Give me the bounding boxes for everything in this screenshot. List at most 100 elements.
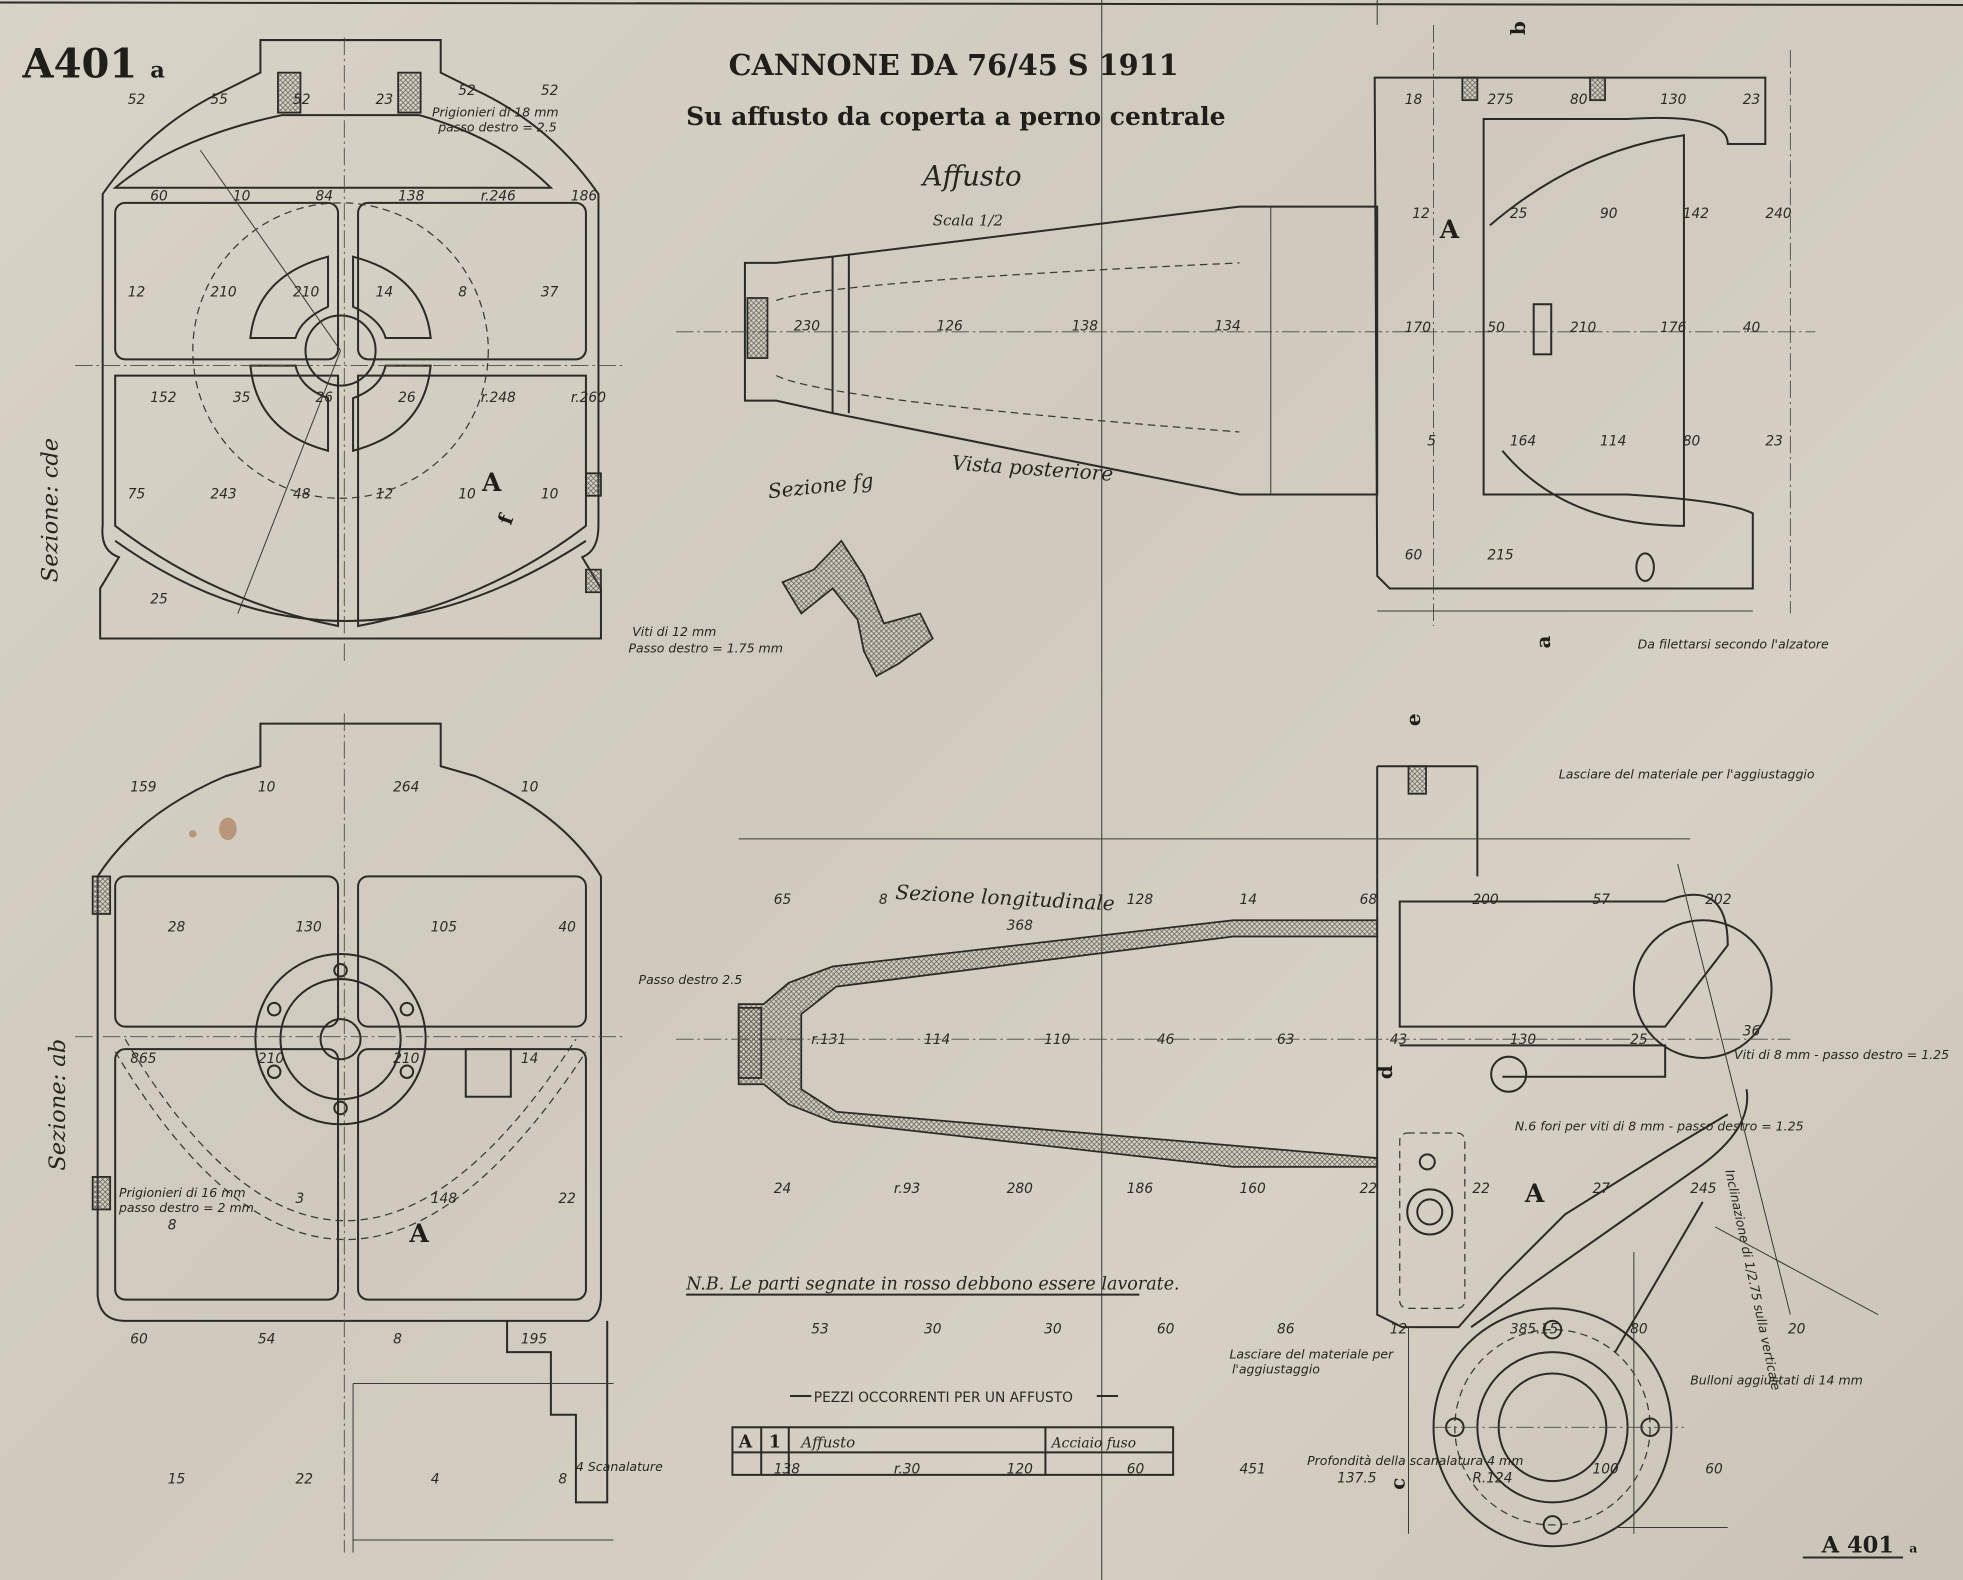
dimension-label: 12 <box>128 285 146 301</box>
dimension-label: 202 <box>1705 892 1731 908</box>
dimension-label: 8 <box>458 285 467 301</box>
dimension-label: 90 <box>1600 206 1618 222</box>
dimension-label: 240 <box>1765 206 1792 222</box>
note-leave-material-2b: l'aggiustaggio <box>1232 1361 1320 1376</box>
note-screws-8: Viti di 8 mm - passo destro = 1.25 <box>1734 1047 1949 1062</box>
note-studs-top: Prigionieri di 18 mm <box>432 104 559 119</box>
dimension-label: 12 <box>376 486 394 502</box>
view-label-fg: Sezione fg <box>767 468 875 503</box>
dimension-label: 159 <box>130 779 156 795</box>
dimension-label: 23 <box>1765 434 1783 450</box>
dimension-label: r.246 <box>481 188 516 204</box>
dimension-label: 14 <box>521 1051 539 1067</box>
dimension-label: r.248 <box>481 390 516 406</box>
dimension-label: 52 <box>541 83 559 99</box>
dimension-label: 52 <box>293 92 311 108</box>
dimension-label: 23 <box>1743 92 1761 108</box>
dimension-label: 60 <box>1157 1321 1175 1337</box>
dimension-label: 22 <box>1360 1181 1378 1197</box>
dimension-label: 186 <box>571 188 598 204</box>
dimension-label: r.93 <box>894 1181 920 1197</box>
dimension-label: 120 <box>1007 1462 1034 1478</box>
dimension-label: 110 <box>1044 1032 1071 1048</box>
dimension-label: R.124 <box>1472 1470 1512 1486</box>
dimension-label: r.131 <box>811 1032 846 1048</box>
parts-row-qty: 1 <box>769 1432 781 1452</box>
dimension-label: 130 <box>295 919 322 935</box>
section-mark-f: f <box>493 510 519 528</box>
dimension-label: 25 <box>150 591 168 607</box>
dimension-label: 152 <box>150 390 176 406</box>
note-screws-12: Viti di 12 mm <box>632 624 716 639</box>
dimension-label: 114 <box>1600 434 1626 450</box>
dimension-label: 40 <box>558 919 576 935</box>
dimension-label: 12 <box>1412 206 1430 222</box>
dimension-label: 3 <box>295 1191 304 1207</box>
dimension-label: 148 <box>431 1191 458 1207</box>
dimension-label: 130 <box>1510 1032 1537 1048</box>
note-pitch-left: Passo destro 2.5 <box>639 972 743 987</box>
dimension-label: 142 <box>1683 206 1709 222</box>
dimension-label: 40 <box>1743 320 1761 336</box>
view-label-longitudinal: Sezione longitudinale <box>895 880 1115 915</box>
dimension-label: 57 <box>1593 892 1611 908</box>
dimension-label: 27 <box>1593 1181 1611 1197</box>
sheet-border <box>0 1 1963 7</box>
stain <box>189 830 197 838</box>
dimension-label: 200 <box>1472 892 1499 908</box>
dimension-label: 8 <box>393 1331 402 1347</box>
dimension-label: 25 <box>1630 1032 1648 1048</box>
dimension-label: 60 <box>1405 548 1423 564</box>
dimension-label: 368 <box>1007 918 1034 934</box>
dimension-label: 63 <box>1277 1032 1295 1048</box>
dimension-label: 138 <box>774 1462 801 1478</box>
dimension-label: 10 <box>258 779 276 795</box>
dimension-label: 84 <box>316 188 334 204</box>
dimension-label: 210 <box>393 1051 420 1067</box>
dimension-label: 280 <box>1007 1181 1034 1197</box>
dimension-label: 30 <box>1044 1321 1062 1337</box>
parts-table <box>731 1394 1175 1476</box>
dimension-label: 52 <box>458 83 476 99</box>
section-mark-b: b <box>1506 21 1530 35</box>
dimension-label: r.30 <box>894 1462 921 1478</box>
dimension-label: 10 <box>458 486 476 502</box>
dimension-label: 160 <box>1239 1181 1266 1197</box>
scale-label: Scala 1/2 <box>933 211 1003 229</box>
dimension-label: 30 <box>924 1321 942 1337</box>
part-name: Affusto <box>920 160 1022 192</box>
dimension-label: 100 <box>1593 1462 1620 1478</box>
dimension-label: 12 <box>1390 1321 1408 1337</box>
view-rear <box>676 205 1816 496</box>
dimension-label: 60 <box>150 188 168 204</box>
dimension-label: 60 <box>1705 1462 1723 1478</box>
sheet-number: A401 <box>22 41 138 88</box>
note-thread: Da filettarsi secondo l'alzatore <box>1638 637 1829 652</box>
note-studs-top-pitch: passo destro = 2.5 <box>437 119 557 134</box>
dimension-label: 35 <box>233 390 251 406</box>
dimension-label: 195 <box>521 1331 547 1347</box>
dimension-label: 134 <box>1214 319 1240 335</box>
dimension-label: 8 <box>558 1472 567 1488</box>
dimension-label: 230 <box>794 319 821 335</box>
section-mark-e: e <box>1401 713 1425 726</box>
note-studs-bottom: Prigionieri di 16 mm <box>119 1185 246 1200</box>
dimension-label: 170 <box>1405 320 1432 336</box>
dimension-label: 60 <box>130 1331 148 1347</box>
dimension-label: 50 <box>1487 320 1505 336</box>
dimension-label: 264 <box>393 779 419 795</box>
section-mark-a: a <box>1531 636 1555 649</box>
dimension-label: 215 <box>1487 548 1513 564</box>
dimension-label: 53 <box>811 1321 829 1337</box>
view-right-top <box>1373 25 1791 626</box>
part-letter: A <box>1524 1178 1545 1208</box>
dimension-label: 105 <box>431 919 457 935</box>
dimension-label: 8 <box>879 892 888 908</box>
parts-row-name: Affusto <box>799 1433 855 1451</box>
dimension-label: 68 <box>1360 892 1378 908</box>
sheet-suffix: a <box>150 58 165 84</box>
dimension-label: 26 <box>398 390 416 406</box>
dimension-label: 5 <box>1427 434 1436 450</box>
view-section-cde <box>75 37 626 664</box>
